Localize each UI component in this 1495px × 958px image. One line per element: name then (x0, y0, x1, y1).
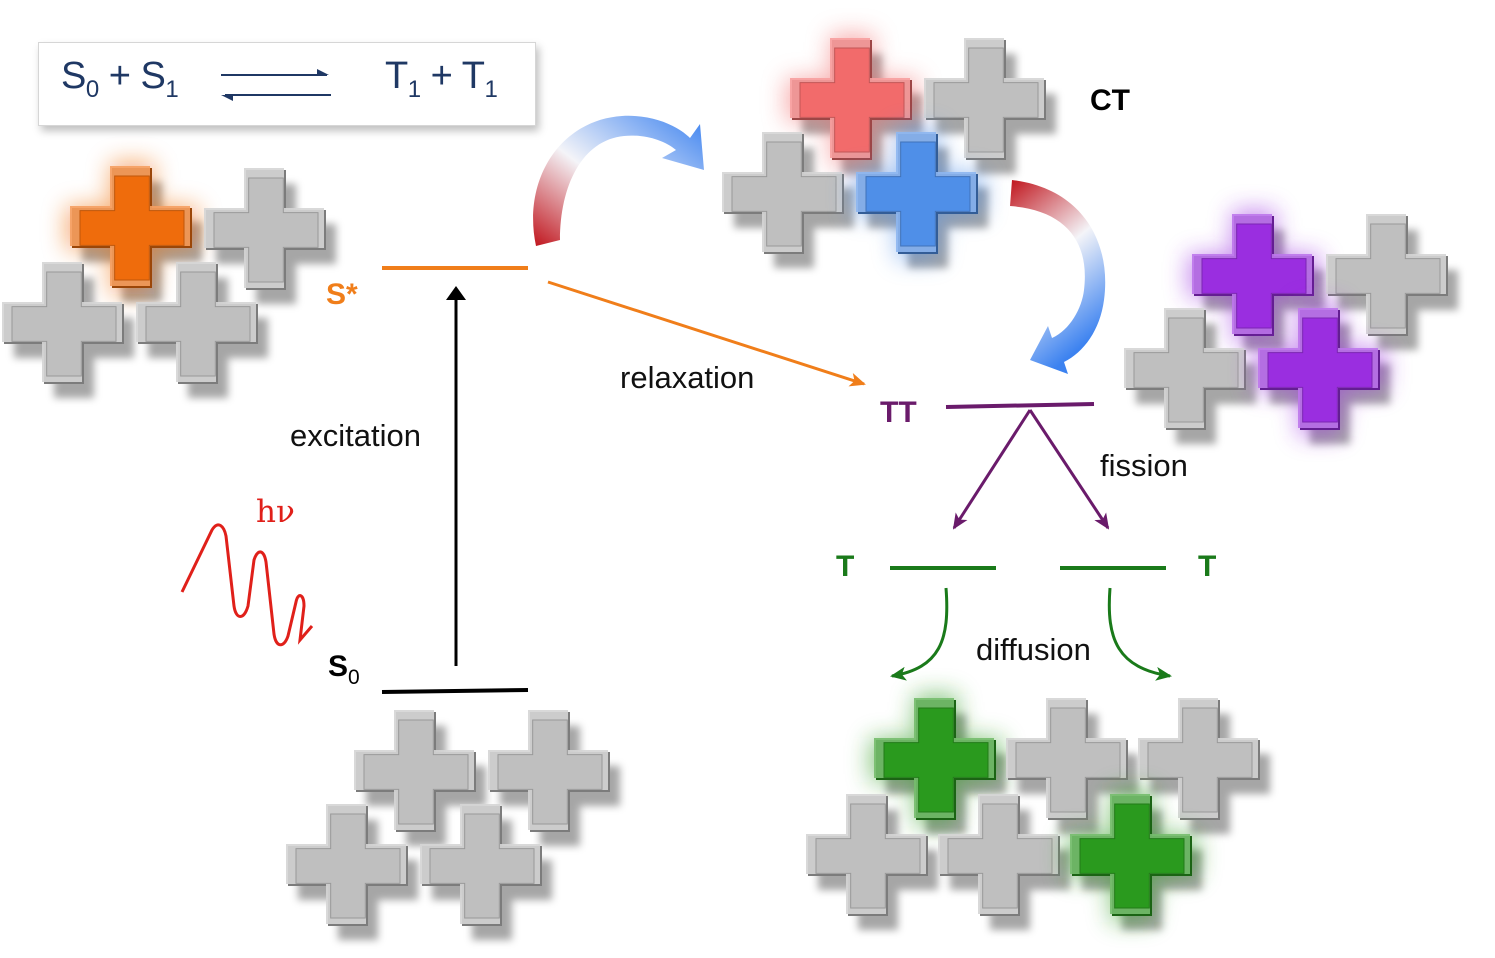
s0-label: S0 (328, 650, 360, 690)
molecule-red (786, 34, 922, 174)
molecule-purple (1188, 210, 1324, 350)
eq-plus-right: + (430, 55, 453, 97)
molecule-gray (204, 168, 336, 304)
equilibrium-arrows (221, 69, 331, 101)
molecule-purple (1254, 304, 1390, 444)
molecule-gray (488, 710, 620, 846)
eq-s1-sub: 1 (165, 76, 179, 103)
eq-t2-sub: 1 (484, 76, 498, 103)
eq-plus-left: + (108, 55, 131, 97)
relaxation-label: relaxation (620, 360, 755, 395)
photon-label: hν (256, 494, 295, 530)
diffusion-arrow-left (890, 587, 949, 681)
tt-label: TT (880, 396, 917, 429)
fission-arrow-left (952, 409, 1032, 530)
ct-formation-arrow (533, 115, 704, 246)
molecule-gray (938, 794, 1070, 930)
molecule-gray (136, 262, 268, 398)
equation-box: S0 + S1 T1 + T1 (38, 42, 536, 126)
molecule-blue (852, 128, 988, 268)
s0-letter: S (328, 650, 349, 683)
photon-wave (180, 523, 314, 647)
molecule-gray (722, 132, 854, 268)
tt-level-line (945, 402, 1095, 409)
molecule-gray (1124, 308, 1256, 444)
s-star-label: S* (326, 278, 358, 311)
equation-left: S0 + S1 (61, 55, 179, 104)
t-right-label: T (1198, 550, 1217, 583)
ct-label: CT (1090, 84, 1130, 117)
fission-arrow-right (1028, 409, 1110, 530)
relaxation-arrow (547, 280, 866, 387)
s0-sub: 0 (348, 666, 360, 689)
molecule-gray (924, 38, 1056, 174)
eq-t1: T (385, 55, 408, 97)
fission-label: fission (1100, 448, 1188, 483)
molecule-orange (66, 162, 202, 302)
molecule-gray (1326, 214, 1458, 350)
molecule-green (1066, 790, 1202, 930)
molecule-gray (2, 262, 134, 398)
diffusion-label: diffusion (976, 632, 1091, 667)
excitation-label: excitation (290, 418, 421, 453)
eq-s1: S (140, 55, 166, 97)
molecule-gray (806, 794, 938, 930)
equation-right: T1 + T1 (385, 55, 498, 104)
eq-s0: S (61, 55, 86, 97)
molecule-green (870, 694, 1006, 834)
eq-t2: T (461, 55, 485, 97)
eq-t1-sub: 1 (407, 76, 421, 103)
molecule-gray (1006, 698, 1138, 834)
t-left-label: T (836, 550, 855, 583)
excitation-arrowhead (446, 286, 466, 300)
molecule-gray (286, 804, 418, 940)
molecule-gray (354, 710, 486, 846)
s0-level-line (381, 688, 529, 694)
diffusion-arrow-right (1107, 587, 1172, 681)
eq-s0-sub: 0 (85, 76, 99, 103)
ct-decay-arrow (1010, 180, 1106, 374)
molecule-gray (1138, 698, 1270, 834)
molecule-gray (420, 804, 552, 940)
